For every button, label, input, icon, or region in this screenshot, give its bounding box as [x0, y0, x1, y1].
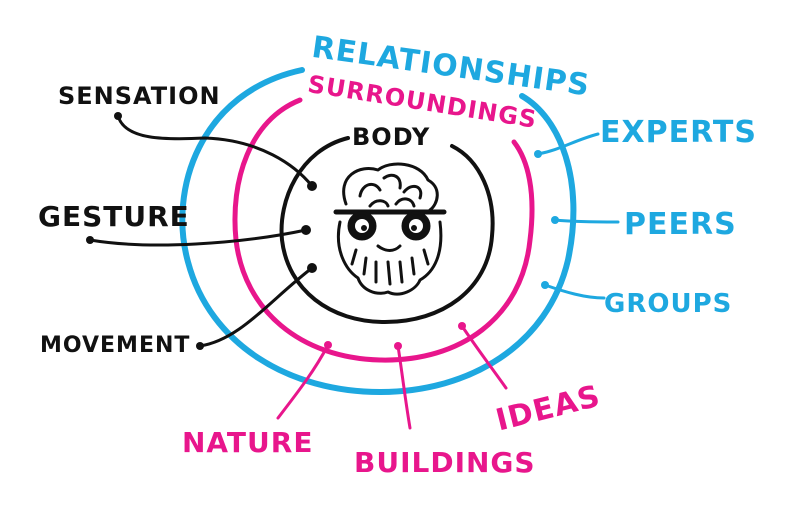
- nature-ring-dot: [324, 341, 332, 349]
- body-ring-label: BODY: [352, 123, 430, 151]
- ideas-label: IDEAS: [492, 379, 604, 439]
- experts-ring-dot: [534, 150, 542, 158]
- groups-ring-dot: [541, 281, 549, 289]
- peers-ring-dot: [551, 216, 559, 224]
- peers-leader: [553, 218, 620, 224]
- sensation-dot: [114, 112, 122, 120]
- nature-leader: [276, 343, 330, 420]
- movement-dot: [196, 342, 204, 350]
- movement-label: MOVEMENT: [40, 333, 190, 358]
- buildings-ring-dot: [394, 342, 402, 350]
- sensation-ring-dot: [307, 181, 317, 191]
- gesture-leader: [88, 228, 308, 247]
- ideas-ring-dot: [458, 322, 466, 330]
- buildings-leader: [396, 344, 412, 430]
- body-ring: [279, 136, 495, 325]
- gesture-ring-dot: [301, 225, 311, 235]
- ideas-leader: [460, 324, 508, 390]
- experts-leader: [536, 132, 600, 156]
- gesture-label: GESTURE: [38, 200, 190, 233]
- bearded-head-with-brain-and-glasses-icon: [333, 162, 447, 296]
- peers-label: PEERS: [624, 207, 737, 242]
- movement-leader: [198, 266, 314, 348]
- sensation-label: SENSATION: [58, 82, 221, 110]
- surroundings-ring: [232, 97, 535, 363]
- relationships-ring: [179, 67, 577, 396]
- buildings-label: BUILDINGS: [354, 446, 536, 479]
- groups-label: GROUPS: [604, 289, 732, 319]
- gesture-dot: [86, 236, 94, 244]
- nature-label: NATURE: [182, 426, 313, 459]
- experts-label: EXPERTS: [600, 115, 757, 150]
- groups-leader: [543, 283, 606, 300]
- movement-ring-dot: [307, 263, 317, 273]
- sensation-leader: [116, 114, 314, 188]
